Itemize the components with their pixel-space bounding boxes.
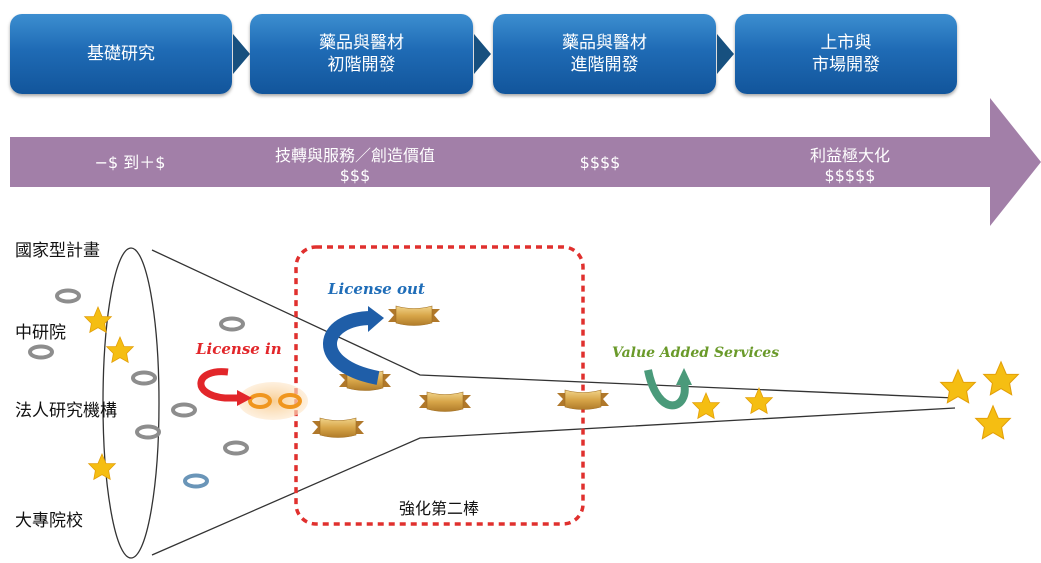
strengthen-box-label: 強化第二棒 [399,499,480,518]
license-in-label: License in [196,340,282,358]
ribbon-icon [311,417,365,438]
value-band-arrow [10,98,1041,226]
ring-icon [131,370,157,386]
stage-basic-research: 基礎研究 [10,14,232,94]
band-text-2: 技轉與服務／創造價值 $$$ [274,146,435,185]
star-icon [106,336,134,363]
orange-ring-icon [278,393,302,409]
license-in-glow [238,382,308,420]
orange-ring-icon [248,393,272,409]
star-icon [975,405,1011,440]
ring-icon [171,402,197,418]
star-icon [88,453,116,480]
band-text-1: −$ 到＋$ [94,153,166,172]
ribbon-icon [418,391,472,412]
ring-icon [223,440,249,456]
star-icon [84,306,112,333]
star-icon [983,361,1019,396]
funnel-outline [151,249,956,556]
ring-icon [28,344,54,360]
star-icon [692,392,720,419]
ribbon-icon [556,389,610,410]
band-text-3: $$$$ [579,153,621,172]
license-out-arrow-icon [323,311,380,385]
source-label-universities: 大專院校 [15,511,83,531]
value-added-label: Value Added Services [612,345,780,361]
stage-early-development: 藥品與醫材 初階開發 [250,14,473,94]
ring-icon [219,316,245,332]
source-label-academia-sinica: 中研院 [15,323,66,343]
source-label-research-institutes: 法人研究機構 [15,401,117,421]
ribbon-icon [387,305,441,326]
ring-icon-blue [183,473,209,489]
ring-icon [55,288,81,304]
band-text-4: 利益極大化 $$$$$ [809,146,890,185]
license-in-arrow-icon [197,368,240,402]
value-added-arrow-icon [644,369,689,410]
stage-arrow-3 [717,34,734,74]
funnel-mouth [102,247,160,559]
strengthen-box [294,245,585,526]
license-out-label: License out [328,280,425,298]
star-icon [745,387,773,414]
stage-arrow-1 [233,34,250,74]
ring-icon [135,424,161,440]
stage-arrow-2 [474,34,491,74]
stage-market-launch: 上市與 市場開發 [735,14,957,94]
source-label-national: 國家型計畫 [15,241,100,261]
stage-advanced-development: 藥品與醫材 進階開發 [493,14,716,94]
